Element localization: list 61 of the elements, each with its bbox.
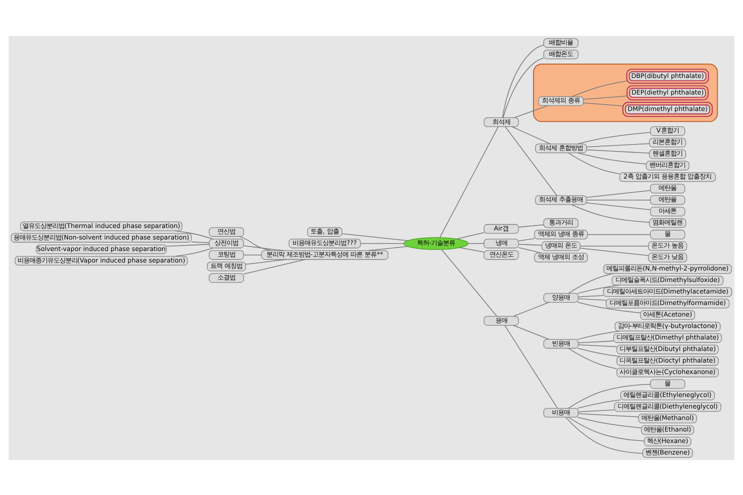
connector [577,284,621,294]
connector [577,330,621,340]
connector [586,190,650,198]
connector [456,232,484,239]
connector [166,243,210,246]
connector [577,416,642,428]
connector [586,202,650,210]
connector [578,294,604,297]
connector [568,152,620,174]
connector [518,246,542,253]
connector [191,241,210,243]
connector [578,412,639,417]
connector [565,416,644,454]
connector [245,258,287,264]
connector [518,224,544,228]
connector [458,246,484,252]
connector [439,126,499,238]
connector [513,301,550,316]
connector [239,236,272,250]
connector [586,148,650,154]
connector [578,298,606,300]
connector [580,245,649,246]
connector [342,232,408,241]
connector [572,80,628,96]
connector [577,347,621,356]
connector [518,238,535,241]
connector [513,324,550,340]
connector [577,152,646,164]
connector [441,248,498,316]
connector [502,44,544,118]
connector [174,247,214,256]
cluster [533,63,718,122]
connector [504,324,558,408]
connector [243,244,284,250]
connector [568,416,645,441]
connector [577,399,621,408]
connector [568,272,614,294]
connector [570,204,650,222]
connector [502,57,544,118]
connector [583,95,628,100]
connector [578,344,618,347]
connector [583,102,624,106]
connector [360,242,404,244]
connector [368,246,408,250]
connector [468,242,484,244]
connector [580,247,649,256]
connector [586,142,650,147]
connector [505,126,558,196]
connector [586,199,650,200]
connector [514,104,548,118]
connector [568,347,618,369]
connector [243,254,262,255]
connector [518,243,542,246]
connector [174,230,214,239]
connector [577,301,641,313]
connector [512,126,551,144]
connector [243,258,306,274]
connector [577,132,651,144]
connector [578,340,614,343]
connector [578,409,614,412]
connector [568,383,651,408]
